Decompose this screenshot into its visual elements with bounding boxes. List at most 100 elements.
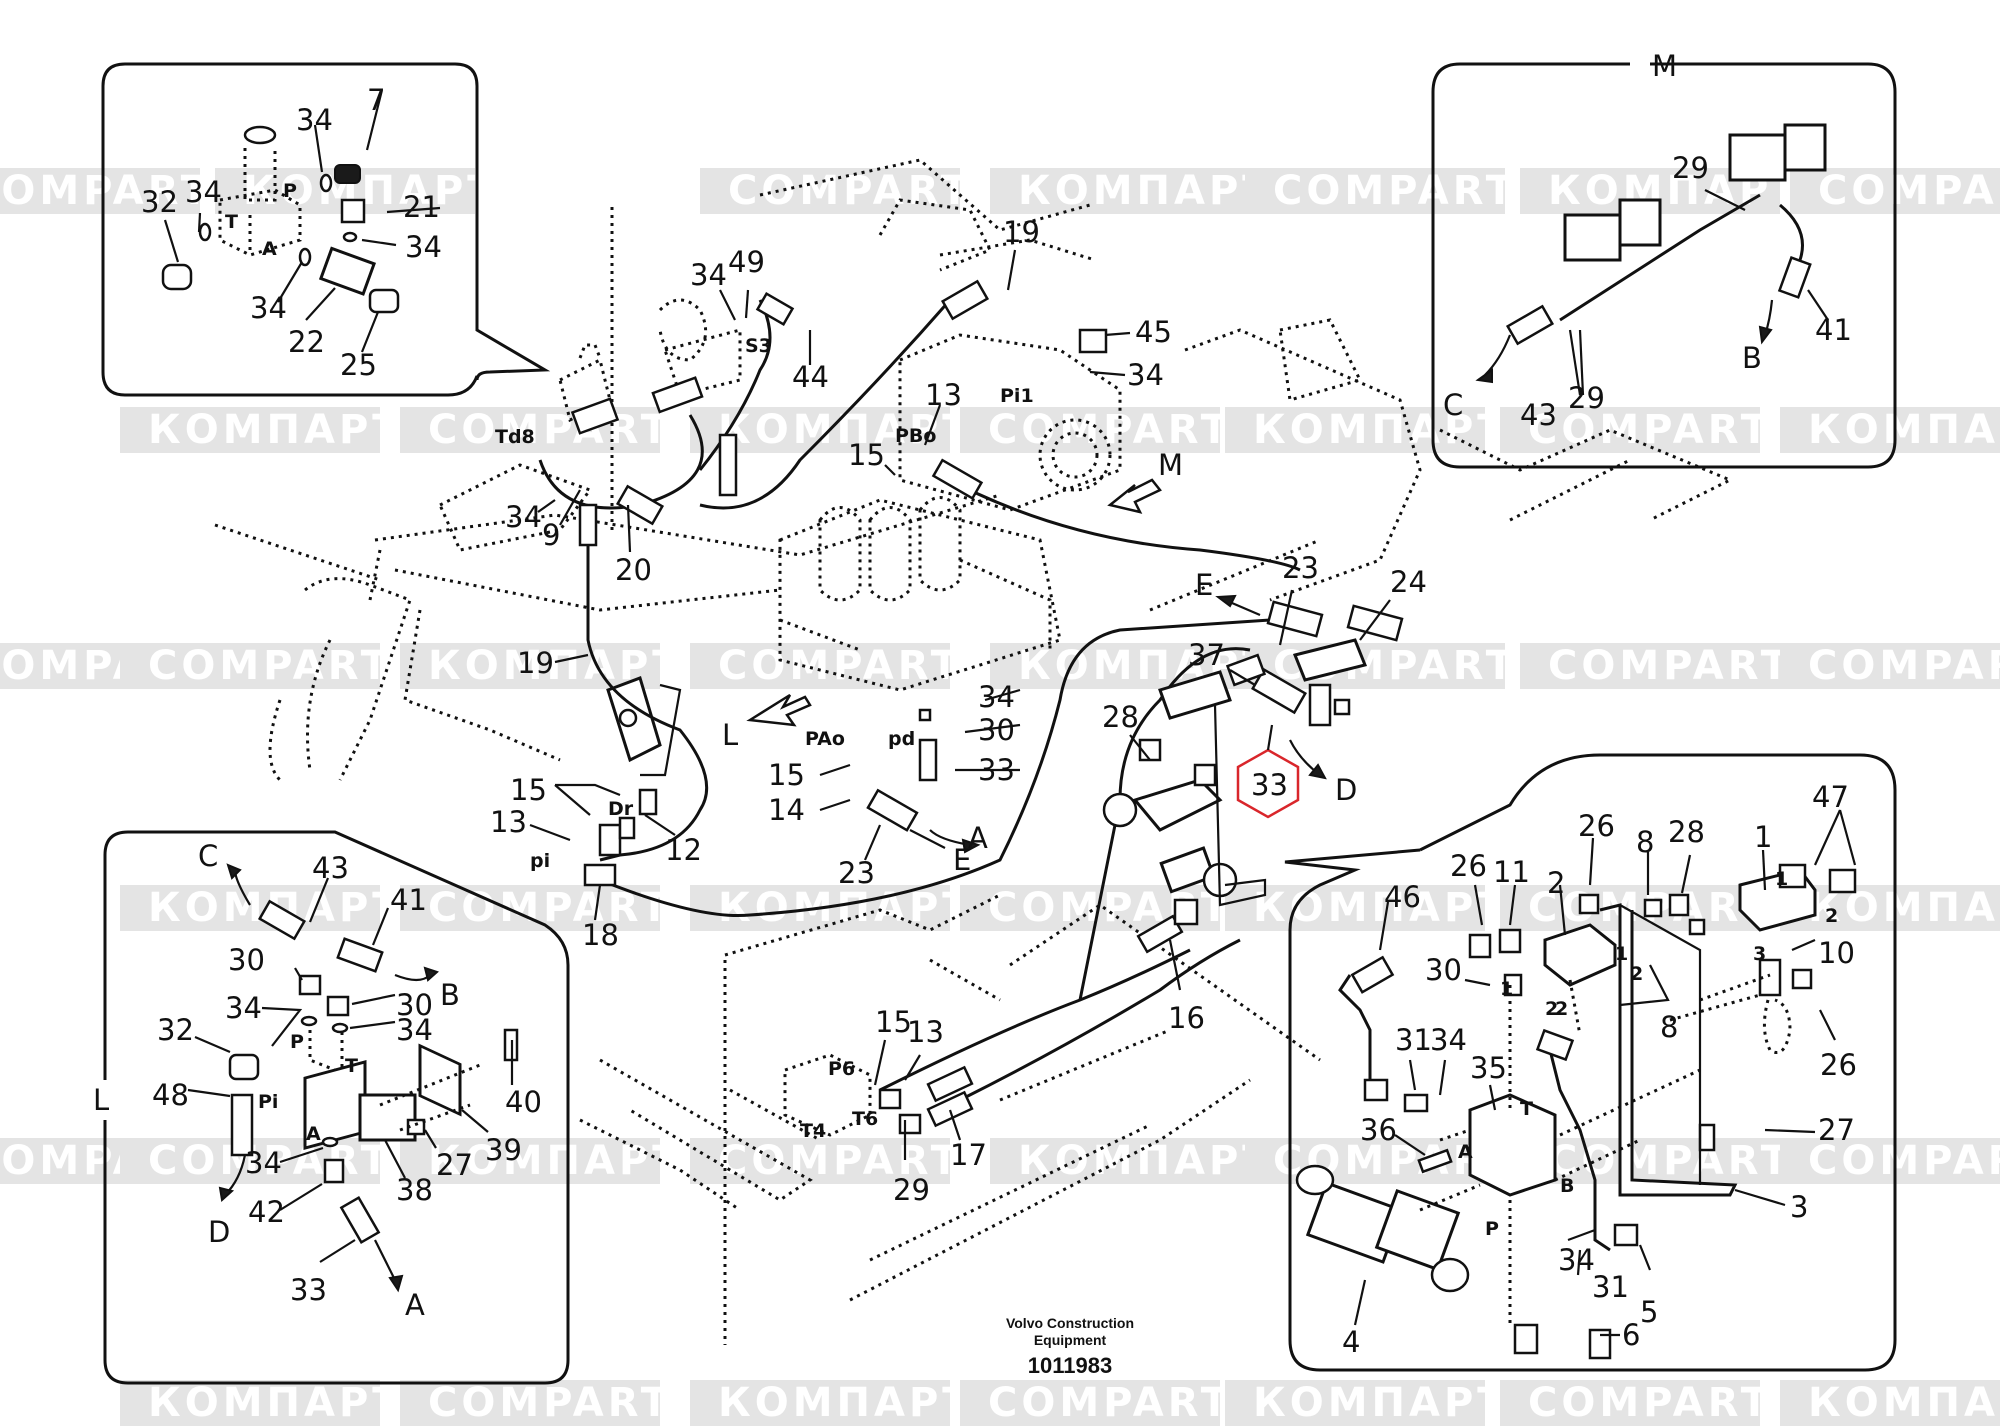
callout-31-lower: 31 (1592, 1270, 1629, 1304)
callout-35: 35 (1470, 1051, 1507, 1085)
detail-view-M: M 29 41 43 29 C B (1431, 49, 1897, 469)
callout-33-L: 33 (290, 1273, 327, 1307)
watermark-band (1780, 1138, 2000, 1184)
callout-14: 14 (768, 793, 805, 827)
highlight-label[interactable]: 33 (1251, 768, 1288, 802)
view-arrow-M: M (1107, 448, 1183, 514)
port-A-br: A (1458, 1141, 1473, 1163)
callout-8-bottom: 8 (1660, 1010, 1678, 1044)
watermark-band (400, 1138, 660, 1184)
watermark-text: КОМПАРТ (1808, 407, 2000, 453)
flow-label-D-L: D (208, 1215, 230, 1249)
callout-22: 22 (288, 325, 325, 359)
port-1-a: 1 (1615, 943, 1628, 965)
callout-34-L-p: 34 (225, 991, 262, 1025)
callout-13-pbo: 13 (925, 378, 962, 412)
solenoid-bracket-assembly (1102, 670, 1267, 926)
port-A-detail: A (262, 238, 277, 260)
detail-M-title: M (1652, 49, 1677, 83)
callout-34-s3: 34 (690, 258, 727, 292)
watermark-text: КОМПАРТ (718, 885, 974, 931)
port-P-L: P (290, 1031, 304, 1053)
callout-37: 37 (1188, 638, 1225, 672)
callout-46: 46 (1384, 880, 1421, 914)
manufacturer-line-1: Volvo Construction (1005, 1315, 1135, 1331)
callout-47: 47 (1812, 780, 1849, 814)
view-marker-M: M (1158, 448, 1183, 482)
port-2-c: 2 (1555, 998, 1568, 1020)
flow-label-A: A (968, 821, 988, 855)
watermark-band (1245, 168, 1505, 214)
pilot-block-td8 (438, 343, 612, 552)
view-arrow-L: L (722, 693, 812, 752)
watermark-band (120, 407, 380, 453)
watermark-band (700, 168, 960, 214)
detail-L-title: L (93, 1083, 109, 1117)
hose-17 (959, 938, 1241, 1102)
callout-39: 39 (485, 1133, 522, 1167)
highlighted-part-33[interactable]: 33 (1236, 724, 1300, 819)
port-T-br: T (1520, 1098, 1533, 1120)
watermark-band (1520, 643, 1780, 689)
callout-27-br: 27 (1818, 1113, 1855, 1147)
port-2-b: 2 (1545, 998, 1558, 1020)
callout-26-top: 26 (1578, 809, 1615, 843)
callout-48: 48 (152, 1078, 189, 1112)
flow-label-C-L: C (198, 839, 218, 873)
port-B-br: B (1560, 1175, 1574, 1197)
callout-12: 12 (665, 833, 702, 867)
watermark-band (690, 1138, 950, 1184)
watermark-text: COMPART (148, 643, 393, 689)
callout-19-left: 19 (517, 646, 554, 680)
callout-34-t: 34 (185, 175, 222, 209)
watermark-text: COMPART (1808, 1138, 2000, 1184)
hose-19-vertical (586, 535, 709, 862)
callout-40: 40 (505, 1085, 542, 1119)
callout-32: 32 (141, 185, 178, 219)
port-pd: pd (888, 728, 915, 750)
highlight-hexagon[interactable] (1236, 748, 1300, 819)
callout-26-right: 26 (1820, 1048, 1857, 1082)
callout-11: 11 (1493, 855, 1530, 889)
port-1-c: 1 (1775, 868, 1788, 890)
callout-1: 1 (1754, 820, 1772, 854)
callout-41-M: 41 (1815, 313, 1852, 347)
flow-label-A-L: A (405, 1288, 425, 1322)
callout-17: 17 (950, 1138, 987, 1172)
callout-26-left: 26 (1450, 849, 1487, 883)
callout-34-p: 34 (296, 103, 333, 137)
flow-label-C-M: C (1443, 388, 1463, 422)
main-control-valve (778, 496, 1062, 692)
watermark-band (1780, 885, 2000, 931)
port-Pi-L: Pi (258, 1091, 278, 1113)
port-3: 3 (1753, 943, 1766, 965)
callout-9: 9 (542, 518, 560, 552)
callout-23-lower: 23 (838, 856, 875, 890)
title-block: Volvo Construction Equipment 1011983 (960, 1315, 1180, 1379)
hose-18-loop (599, 618, 1271, 918)
watermark-band (690, 643, 950, 689)
drain-bracket (606, 676, 682, 777)
watermark-text: COMPART (1818, 168, 2000, 214)
port-Pi1: Pi1 (1000, 385, 1034, 407)
port-2-d: 2 (1825, 905, 1838, 927)
hose-23-main (939, 473, 1301, 572)
detail-view-L: L (93, 830, 570, 1385)
flow-label-E-lower: E (953, 843, 971, 877)
watermark-text: COMPART (718, 643, 963, 689)
watermark-text: КОМПАРТ (428, 1138, 684, 1184)
drawing-number: 1011983 (1027, 1353, 1113, 1378)
callout-19-top: 19 (1003, 215, 1040, 249)
callout-30-br: 30 (1425, 953, 1462, 987)
hose-16 (879, 948, 1191, 1092)
watermark-band (0, 168, 200, 214)
port-Dr: Dr (608, 798, 634, 820)
callout-29-M-upper: 29 (1672, 151, 1709, 185)
detail-view-top-left: P T A 7 34 21 34 32 34 (101, 62, 551, 397)
callout-29-M-lower: 29 (1568, 381, 1605, 415)
callout-33-pd: 33 (978, 753, 1015, 787)
hose-19-long (699, 299, 952, 510)
callout-41-L: 41 (390, 883, 427, 917)
